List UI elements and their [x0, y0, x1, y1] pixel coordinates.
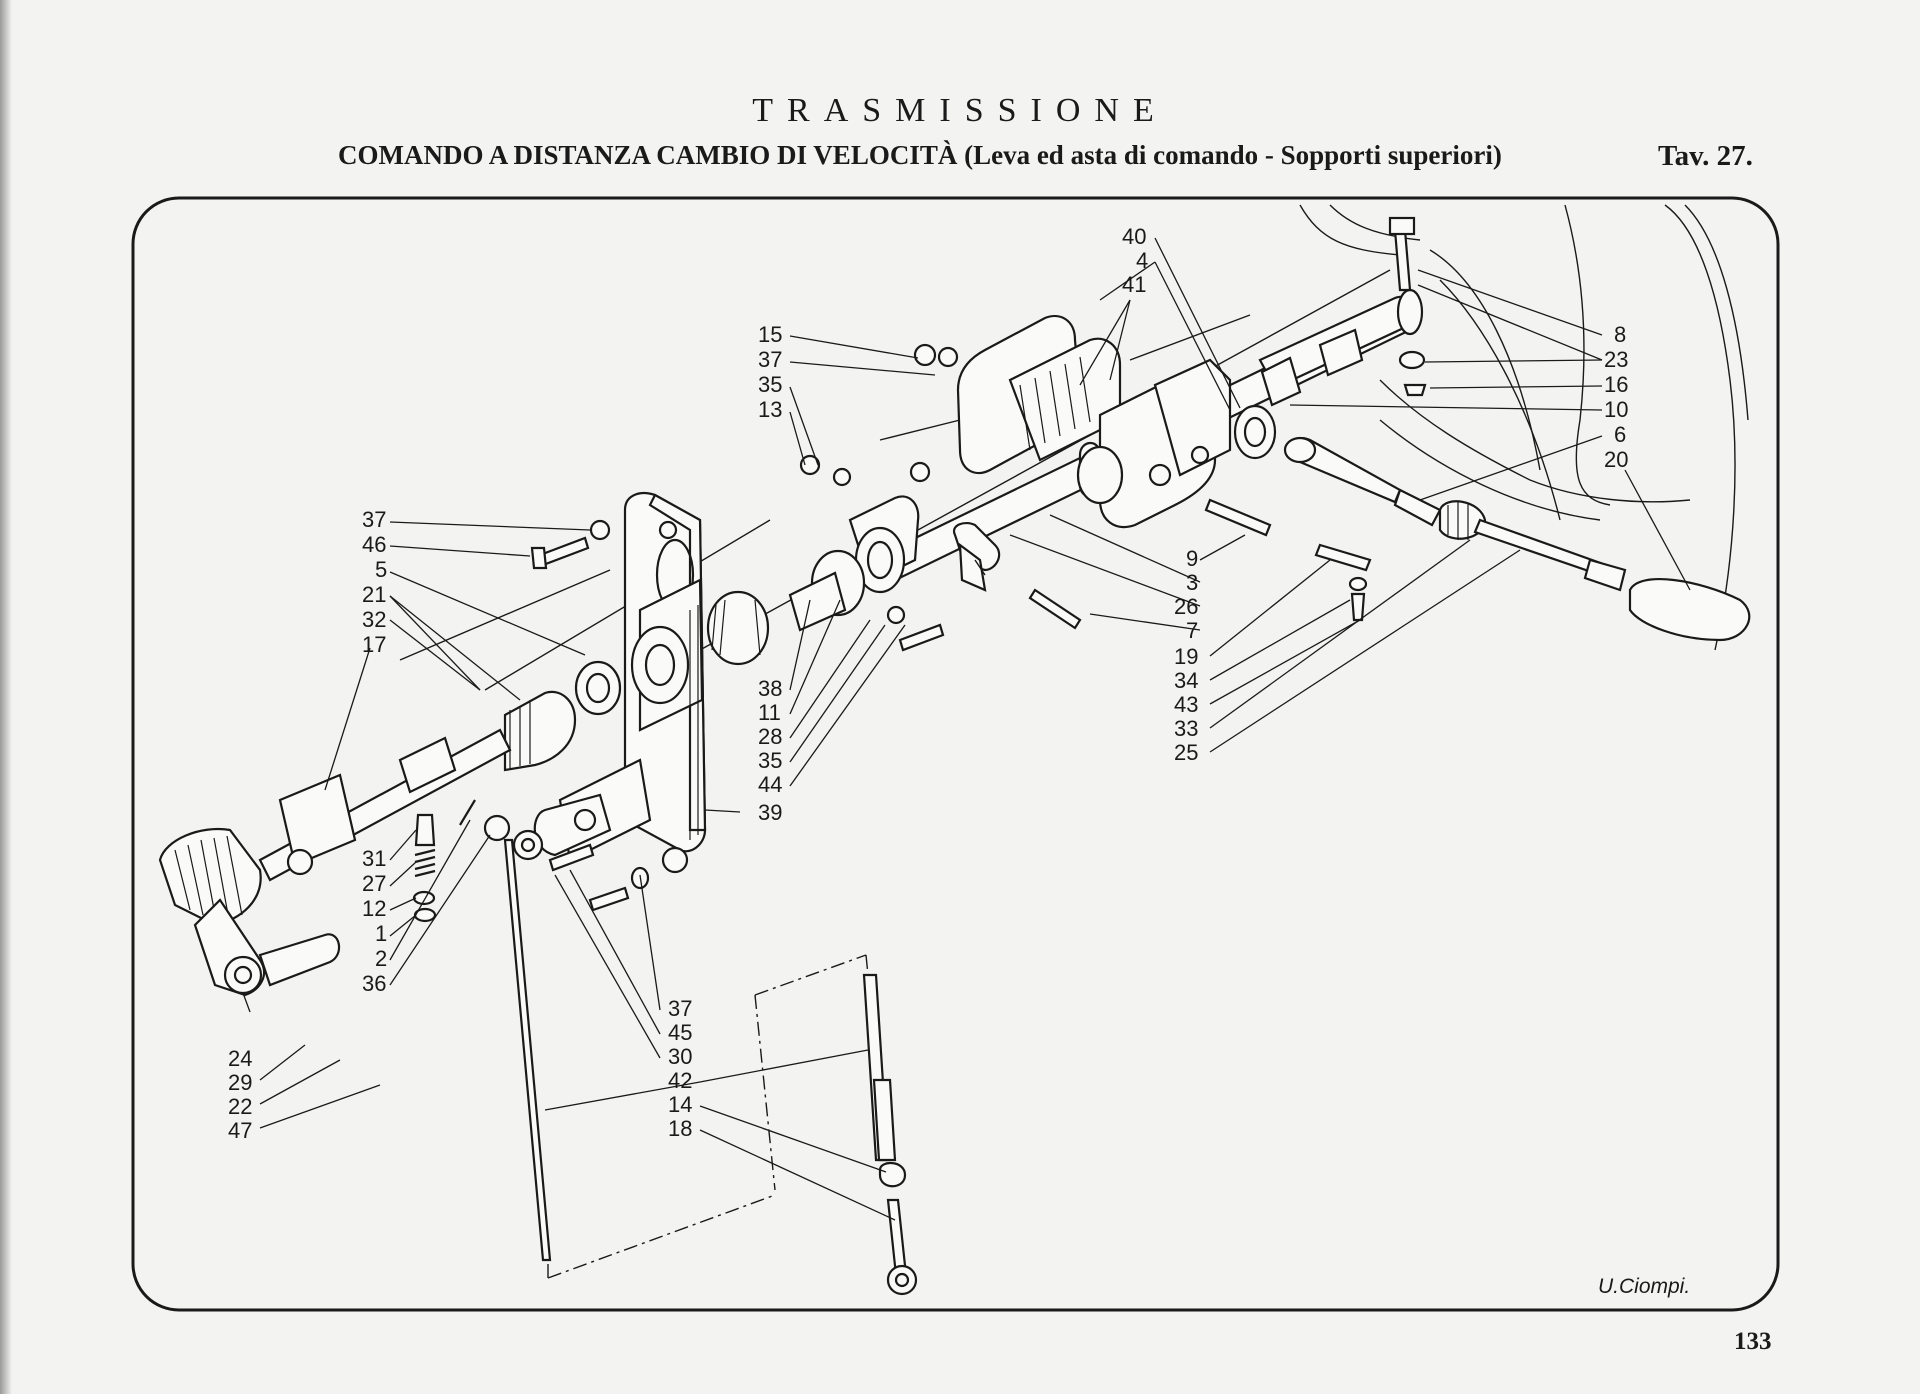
- callout-7: 7: [1186, 618, 1198, 643]
- callout-42: 42: [668, 1068, 692, 1093]
- vertical-support-bracket: [533, 492, 707, 874]
- callout-10: 10: [1604, 397, 1628, 422]
- callout-32: 32: [362, 607, 386, 632]
- linkage-rod: [483, 814, 552, 1262]
- callout-39: 39: [758, 800, 782, 825]
- callout-37-bottom: 37: [668, 996, 692, 1021]
- page-binding-edge: [0, 0, 12, 1394]
- plate-number: Tav. 27.: [1658, 140, 1753, 172]
- callout-29: 29: [228, 1070, 252, 1095]
- callout-24: 24: [228, 1046, 252, 1071]
- subtitle-parenthetical: (Leva ed asta di comando - Sopporti supe…: [964, 140, 1502, 170]
- gear-bushing: [503, 660, 622, 772]
- callout-27: 27: [362, 871, 386, 896]
- shift-lever: [1283, 436, 1751, 642]
- callout-2: 2: [375, 946, 387, 971]
- callout-33: 33: [1174, 716, 1198, 741]
- callout-46: 46: [362, 532, 386, 557]
- callout-16: 16: [1604, 372, 1628, 397]
- callout-4: 4: [1136, 248, 1148, 273]
- page-subtitle: COMANDO A DISTANZA CAMBIO DI VELOCITÀ (L…: [338, 140, 1502, 171]
- small-bolts-washers: [530, 216, 1427, 912]
- callout-20: 20: [1604, 447, 1628, 472]
- chassis-outline: [1299, 204, 1749, 651]
- callout-15: 15: [758, 322, 782, 347]
- callout-31: 31: [362, 846, 386, 871]
- callout-40: 40: [1122, 224, 1146, 249]
- callout-3: 3: [1186, 570, 1198, 595]
- callout-5: 5: [375, 557, 387, 582]
- lower-shaft-worm: [158, 728, 512, 997]
- diagram-frame: [131, 196, 1780, 1312]
- callout-22: 22: [228, 1094, 252, 1119]
- callout-38: 38: [758, 676, 782, 701]
- callout-14: 14: [668, 1092, 692, 1117]
- callout-23: 23: [1604, 347, 1628, 372]
- callout-26: 26: [1174, 594, 1198, 619]
- shaft-sleeves: [1076, 328, 1364, 505]
- vertical-rod-assembly: [547, 954, 918, 1296]
- callout-17: 17: [362, 632, 386, 657]
- callout-12: 12: [362, 896, 386, 921]
- callout-9: 9: [1186, 546, 1198, 571]
- page-title: TRASMISSIONE: [752, 92, 1168, 129]
- callout-1: 1: [375, 921, 387, 946]
- callout-34: 34: [1174, 668, 1198, 693]
- subtitle-main: COMANDO A DISTANZA CAMBIO DI VELOCITÀ: [338, 140, 958, 170]
- callout-21: 21: [362, 582, 386, 607]
- callout-25: 25: [1174, 740, 1198, 765]
- callout-43: 43: [1174, 692, 1198, 717]
- callout-41: 41: [1122, 272, 1146, 297]
- middle-clamp: [848, 495, 1001, 594]
- leader-lines: [242, 237, 1691, 1221]
- callout-37-left: 37: [362, 507, 386, 532]
- construction-lines: [399, 269, 1391, 691]
- callout-45: 45: [668, 1020, 692, 1045]
- callout-13: 13: [758, 397, 782, 422]
- callout-36: 36: [362, 971, 386, 996]
- callout-19: 19: [1174, 644, 1198, 669]
- callout-30: 30: [668, 1044, 692, 1069]
- callout-28: 28: [758, 724, 782, 749]
- callout-labels: 15 37 35 13 40 4 41 8 23 16 10 6 20 37 4…: [228, 224, 1628, 1143]
- callout-11: 11: [758, 700, 781, 725]
- callout-37-top: 37: [758, 347, 782, 372]
- illustrator-signature: U.Ciompi.: [1598, 1275, 1691, 1298]
- callout-47: 47: [228, 1118, 252, 1143]
- callout-6: 6: [1614, 422, 1626, 447]
- callout-35-top: 35: [758, 372, 782, 397]
- callout-18: 18: [668, 1116, 692, 1141]
- callout-8: 8: [1614, 322, 1626, 347]
- collars: [706, 549, 866, 666]
- callout-44: 44: [758, 772, 782, 797]
- page-number: 133: [1734, 1328, 1772, 1355]
- callout-35-mid: 35: [758, 748, 782, 773]
- upper-support-clamp: [956, 314, 1277, 528]
